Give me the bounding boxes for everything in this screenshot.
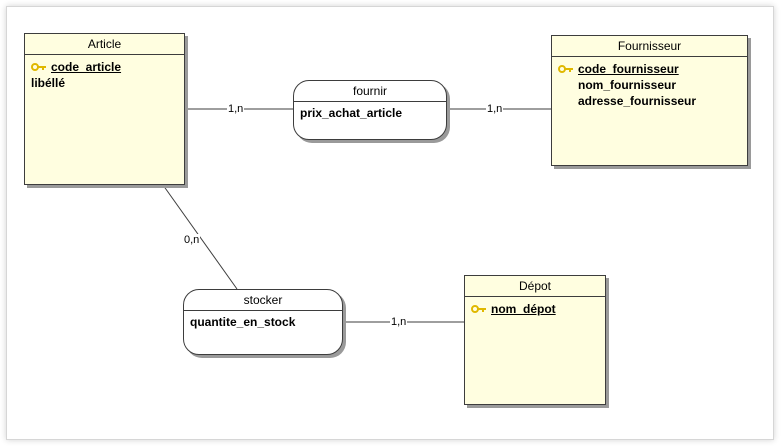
entity-depot[interactable]: Dépot nom_dépot — [464, 275, 606, 405]
relation-title: fournir — [294, 81, 446, 102]
attribute-label: nom_dépot — [491, 302, 556, 316]
attribute-row: nom_fournisseur — [558, 77, 741, 93]
relation-attribute: quantite_en_stock — [190, 315, 296, 329]
attribute-label: nom_fournisseur — [578, 78, 677, 92]
entity-title: Article — [25, 34, 184, 55]
attribute-row: code_article — [31, 59, 178, 75]
attribute-row: code_fournisseur — [558, 61, 741, 77]
key-icon — [558, 63, 578, 75]
attribute-row: nom_dépot — [471, 301, 599, 317]
key-icon — [471, 303, 491, 315]
relation-attribute: prix_achat_article — [300, 106, 403, 120]
cardinality-fournisseur-fournir: 1,n — [486, 103, 504, 115]
attribute-label: code_article — [51, 60, 122, 74]
entity-title: Dépot — [465, 276, 605, 297]
attribute-row: adresse_fournisseur — [558, 93, 741, 109]
attribute-label: code_fournisseur — [578, 62, 679, 76]
key-icon — [31, 61, 51, 73]
relation-stocker[interactable]: stocker quantite_en_stock — [183, 289, 343, 355]
relation-fournir[interactable]: fournir prix_achat_article — [293, 80, 447, 140]
entity-article[interactable]: Article code_article libéllé — [24, 33, 185, 185]
entity-title: Fournisseur — [552, 36, 747, 57]
cardinality-article-stocker: 0,n — [183, 234, 201, 246]
relation-title: stocker — [184, 290, 342, 311]
attribute-row: libéllé — [31, 75, 178, 91]
attribute-label: adresse_fournisseur — [578, 94, 697, 108]
attribute-label: libéllé — [31, 76, 66, 90]
cardinality-depot-stocker: 1,n — [390, 316, 408, 328]
cardinality-article-fournir: 1,n — [227, 103, 245, 115]
entity-fournisseur[interactable]: Fournisseur code_fournisseur nom_fournis… — [551, 35, 748, 166]
